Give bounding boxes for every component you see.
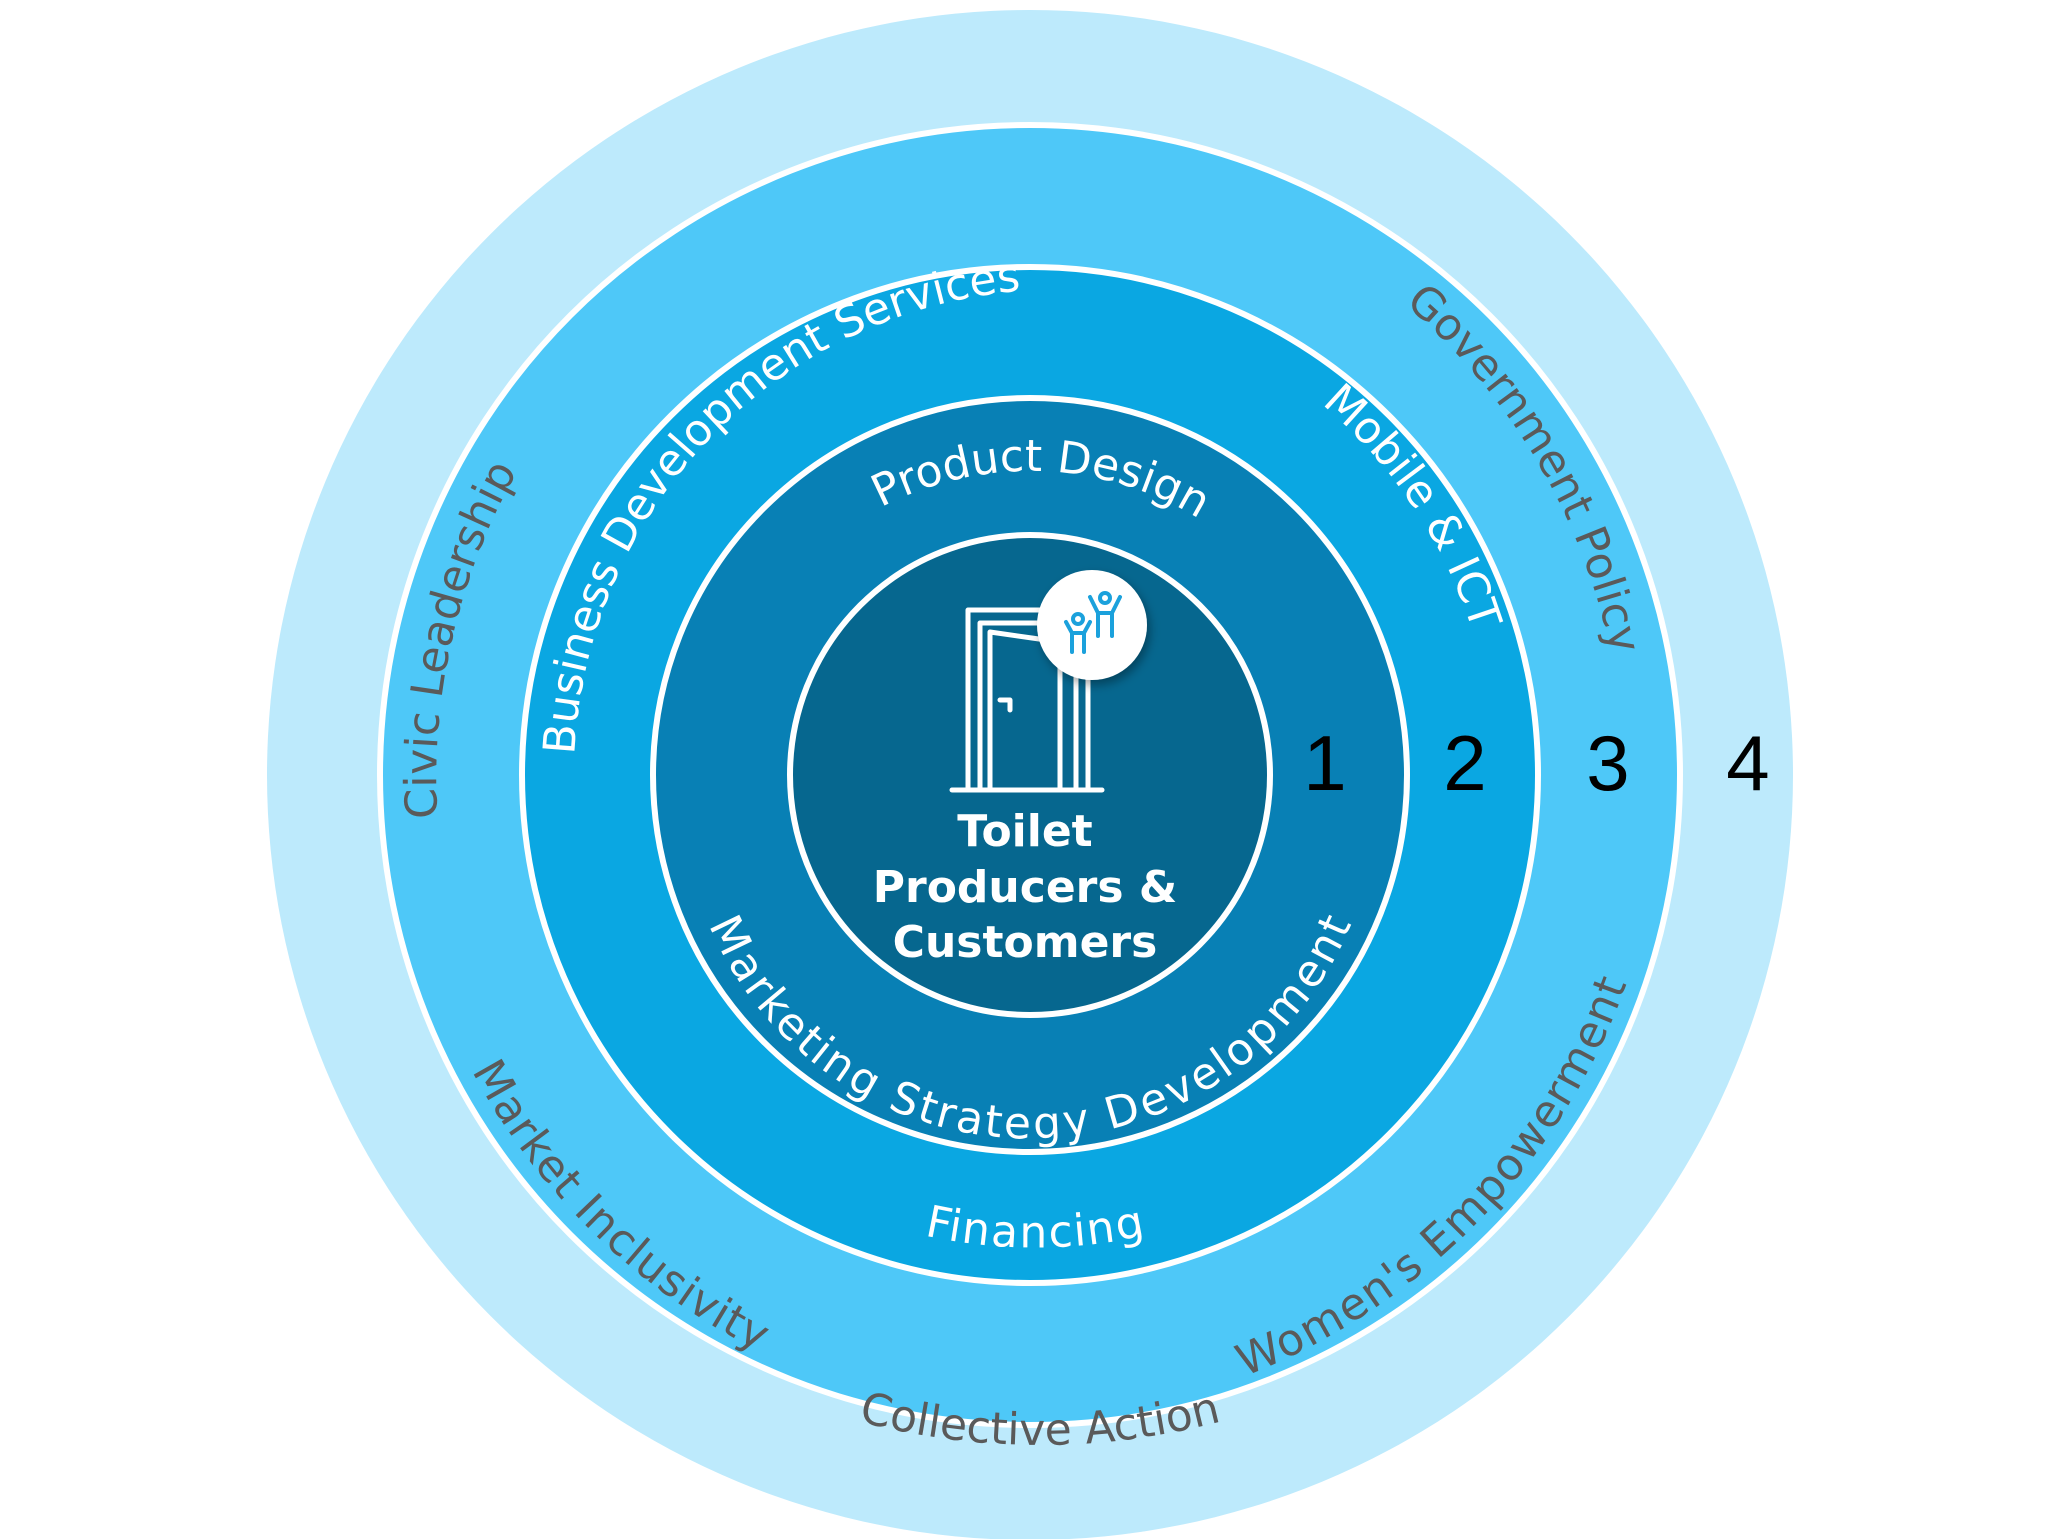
ring-number-2: 2	[1443, 719, 1486, 807]
center-title-line-3: Customers	[893, 917, 1158, 968]
ring-number-3: 3	[1586, 719, 1629, 807]
center-title-line-2: Producers &	[873, 862, 1178, 913]
ring-number-1: 1	[1303, 719, 1346, 807]
toilet-door-icon	[949, 607, 1105, 793]
center-title-line-1: Toilet	[957, 806, 1092, 857]
ring-number-4: 4	[1726, 719, 1769, 807]
center-circle	[787, 532, 1273, 1018]
people-cheering-icon	[1064, 591, 1122, 654]
people-cheering-badge	[1037, 570, 1147, 680]
